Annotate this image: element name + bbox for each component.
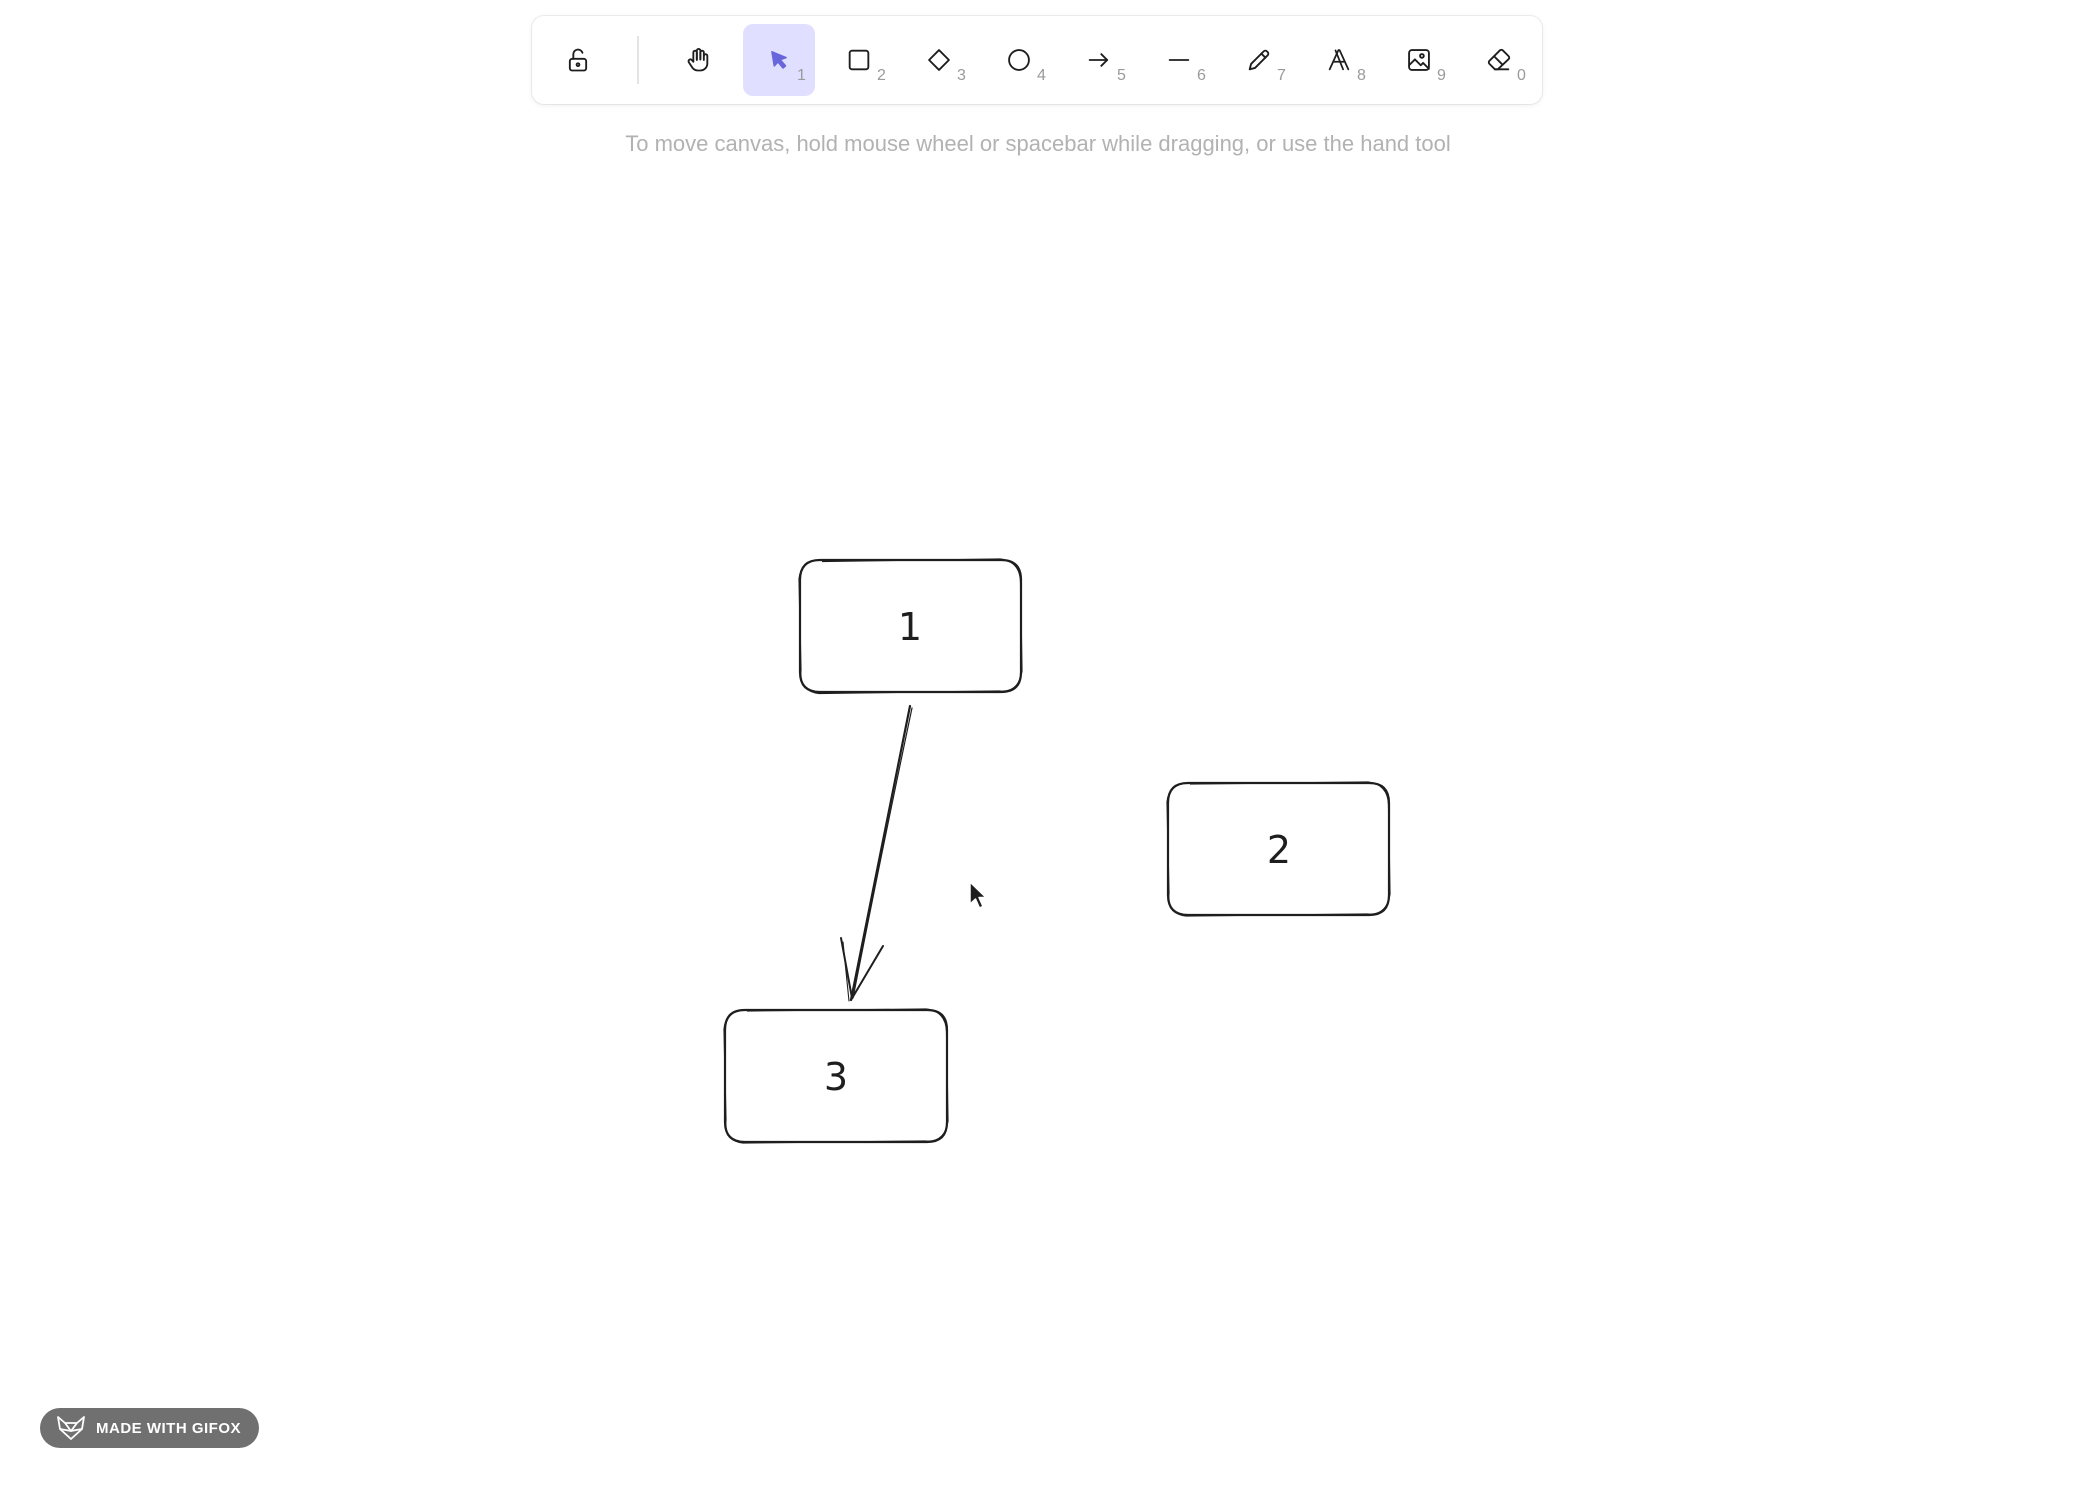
toolbar: 1 2 3 4 5 [532,16,1542,104]
pointer-arrow-icon [771,51,787,69]
rectangle-shortcut: 2 [877,67,886,84]
node-label-3: 3 [824,1055,848,1099]
text-tool-button[interactable]: 8 [1303,24,1375,96]
made-with-gifox-badge[interactable]: MADE WITH GIFOX [40,1408,259,1448]
lock-tool-button[interactable] [542,24,614,96]
text-shortcut: 8 [1357,67,1366,84]
line-icon [1168,59,1190,61]
ellipse-tool-button[interactable]: 4 [983,24,1055,96]
node-label-2: 2 [1267,828,1291,872]
canvas-hint-text: To move canvas, hold mouse wheel or spac… [0,131,2076,157]
eraser-tool-button[interactable]: 0 [1463,24,1535,96]
node-label-1: 1 [898,605,922,649]
eraser-icon [1487,48,1511,71]
arrow-1-to-3[interactable] [840,704,913,1002]
image-shortcut: 9 [1437,67,1446,84]
pencil-icon [1248,49,1270,71]
toolbar-divider [637,36,639,84]
fox-icon [57,1416,85,1440]
selection-tool-button[interactable]: 1 [743,24,815,96]
selection-shortcut: 1 [797,67,806,84]
draw-tool-button[interactable]: 7 [1223,24,1295,96]
diamond-icon [928,49,950,71]
arrow-tool-button[interactable]: 5 [1063,24,1135,96]
arrow-shortcut: 5 [1117,67,1126,84]
diamond-shortcut: 3 [957,67,966,84]
eraser-shortcut: 0 [1517,67,1526,84]
text-a-icon [1328,49,1350,71]
circle-icon [1008,49,1030,71]
image-tool-button[interactable]: 9 [1383,24,1455,96]
diamond-tool-button[interactable]: 3 [903,24,975,96]
line-tool-button[interactable]: 6 [1143,24,1215,96]
rectangle-node-3[interactable]: 3 [723,1008,949,1144]
rectangle-icon [848,49,870,71]
line-shortcut: 6 [1197,67,1206,84]
rectangle-node-2[interactable]: 2 [1166,781,1391,917]
hand-icon [687,48,709,72]
lock-open-icon [568,48,588,72]
hand-tool-button[interactable] [662,24,734,96]
mouse-cursor-icon [969,881,987,909]
rectangle-node-1[interactable]: 1 [798,558,1023,695]
arrow-right-icon [1088,53,1109,67]
rectangle-tool-button[interactable]: 2 [823,24,895,96]
image-icon [1408,49,1430,71]
draw-shortcut: 7 [1277,67,1286,84]
hint-text: To move canvas, hold mouse wheel or spac… [625,131,1451,156]
badge-text: MADE WITH GIFOX [96,1419,241,1437]
ellipse-shortcut: 4 [1037,67,1046,84]
